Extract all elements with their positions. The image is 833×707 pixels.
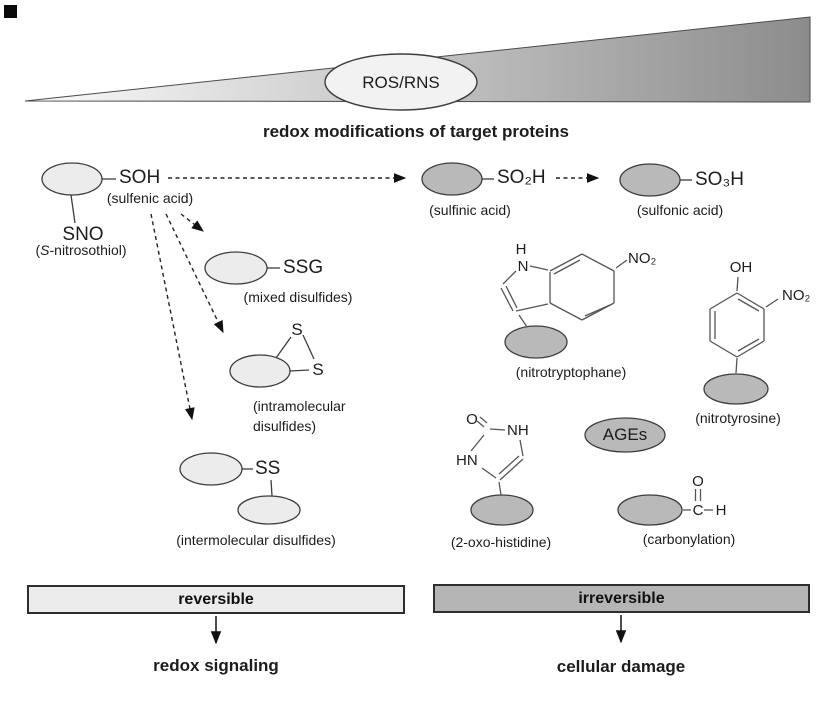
caption-intramolecular-line2: disulfides): [253, 418, 317, 434]
protein-ellipse-intramolecular: [229, 354, 291, 388]
caption-mixed-disulfides: (mixed disulfides): [243, 289, 353, 305]
atom-oh-phenol: OH: [729, 259, 753, 276]
atom-n-indole: N: [517, 258, 529, 275]
atom-o-oxohistidine: O: [466, 411, 478, 428]
nitrotyrosine-structure: [709, 276, 779, 374]
ages-ellipse: [584, 417, 666, 453]
arrow-to-intermolecular: [150, 213, 195, 421]
oxo-histidine-structure: [470, 416, 524, 496]
atom-s-top: S: [291, 320, 303, 339]
caption-carbonylation: (carbonylation): [642, 531, 736, 547]
caption-nitrotryptophane: (nitrotryptophane): [515, 364, 627, 380]
protein-ellipse-nitrotyrosine: [703, 373, 769, 405]
group-so3h: SO₃H: [695, 169, 744, 190]
protein-ellipse-intermolecular-1: [179, 452, 243, 486]
carbonylation-structure: [683, 489, 713, 511]
atom-h-indole: H: [515, 241, 527, 258]
scan-artifact-square: [4, 5, 17, 18]
caption-sulfinic-acid: (sulfinic acid): [429, 202, 511, 218]
caption-rest: -nitrosothiol): [49, 242, 127, 258]
atom-hn-oxohistidine: HN: [456, 452, 478, 469]
atom-nh-oxohistidine: NH: [507, 422, 529, 439]
protein-ellipse-mixed-disulfide: [204, 251, 268, 285]
atom-no2-phenol: NO₂: [782, 287, 811, 304]
outcome-redox-signaling: redox signaling: [153, 656, 279, 675]
caption-intermolecular-disulfides: (intermolecular disulfides): [176, 532, 336, 548]
protein-ellipse-intermolecular-2: [237, 495, 301, 525]
group-so2h: SO₂H: [497, 167, 546, 188]
caption-intramolecular-line1: (intramolecular: [253, 398, 346, 414]
caption-s-nitrosothiol: (S-nitrosothiol): [35, 242, 126, 258]
caption-sulfonic-acid: (sulfonic acid): [636, 202, 724, 218]
ros-rns-label: ROS/RNS: [362, 73, 440, 92]
figure-title: redox modifications of target proteins: [262, 122, 570, 141]
reversible-bar: reversible: [27, 585, 405, 614]
atom-o-carbonyl: O: [692, 473, 704, 490]
protein-ellipse-oxo-histidine: [470, 494, 534, 526]
nitrotryptophane-structure: [500, 253, 628, 328]
caption-italic-s: S: [40, 242, 50, 258]
ros-rns-ellipse: [324, 53, 478, 111]
caption-oxo-histidine: (2-oxo-histidine): [450, 534, 552, 550]
dashed-oxidation-arrows: [150, 173, 600, 421]
caption-nitrotyrosine: (nitrotyrosine): [695, 410, 781, 426]
atom-c-carbonyl: C: [692, 502, 704, 519]
outcome-arrows: [210, 615, 627, 645]
caption-open-paren: (: [35, 242, 41, 258]
protein-ellipse-carbonylation: [617, 494, 683, 526]
atom-h-carbonyl: H: [715, 502, 727, 519]
protein-ellipse-sulfinic: [421, 162, 483, 196]
protein-ellipse-nitrotryptophane: [504, 325, 568, 359]
group-ss: SS: [255, 458, 281, 479]
group-ssg: SSG: [283, 257, 324, 278]
protein-ellipse-sulfonic: [619, 163, 681, 197]
atom-s-right: S: [312, 360, 324, 379]
ages-label: AGEs: [602, 425, 648, 444]
outcome-cellular-damage: cellular damage: [556, 657, 686, 676]
irreversible-bar: irreversible: [433, 584, 810, 613]
arrow-to-mixed-disulfides: [180, 213, 204, 232]
group-soh: SOH: [119, 167, 161, 188]
connector-bonds: [70, 178, 692, 497]
protein-ellipse-sulfenic: [41, 162, 103, 196]
atom-no2-indole: NO₂: [628, 250, 657, 267]
caption-sulfenic-acid: (sulfenic acid): [106, 190, 194, 206]
group-sno: SNO: [62, 224, 104, 245]
